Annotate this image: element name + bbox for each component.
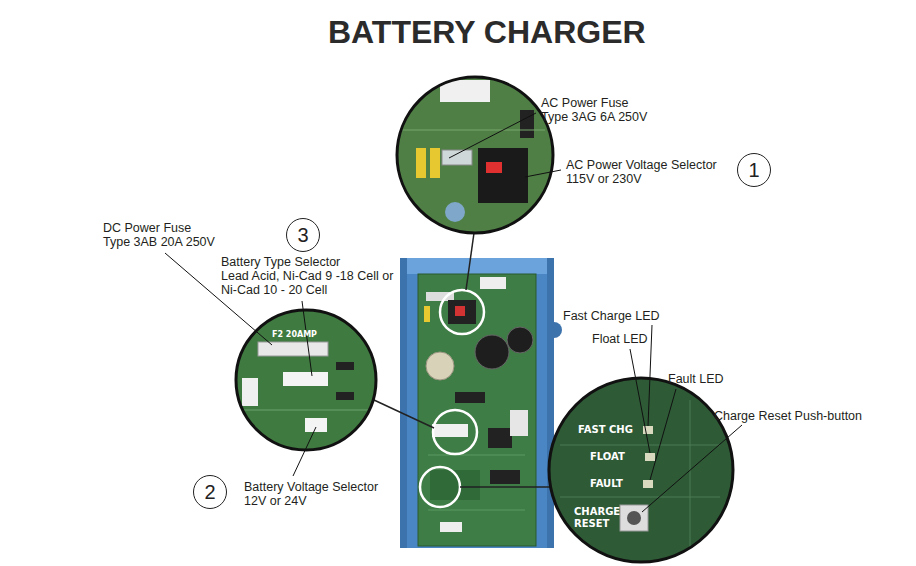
- trace: [400, 130, 545, 131]
- led: [643, 426, 653, 434]
- trace: [560, 445, 720, 446]
- zoom-ring: [236, 310, 376, 450]
- selector-switch: [486, 162, 502, 173]
- type-selector: [432, 424, 468, 437]
- zoom-link: [466, 233, 474, 290]
- type-selector: [283, 372, 328, 386]
- capacitor: [430, 148, 440, 178]
- leader-line: [293, 427, 316, 476]
- leader-line: [525, 170, 561, 177]
- leader-line: [648, 325, 652, 426]
- callout-number: 3: [286, 218, 320, 252]
- part-spec: 115V or 230V: [566, 172, 642, 186]
- capacitor: [424, 306, 430, 322]
- connector: [440, 522, 462, 532]
- part-name: AC Power Voltage Selector: [566, 158, 717, 172]
- highlight-ring: [440, 290, 484, 334]
- housing-top: [407, 258, 547, 274]
- part-name: Fault LED: [668, 372, 724, 386]
- connector: [242, 378, 258, 406]
- callout-number: 2: [193, 475, 227, 509]
- trace: [560, 497, 720, 498]
- zoom-ring: [397, 77, 553, 233]
- leader-line: [449, 113, 536, 158]
- part-spec: 12V or 24V: [244, 494, 307, 508]
- part-name: Battery Voltage Selector: [244, 480, 378, 494]
- zoom-links: [374, 233, 550, 487]
- part-name: Charge Reset Push-button: [714, 409, 862, 423]
- board-marking: F2 20AMP: [272, 330, 317, 340]
- highlight-ring: [433, 410, 477, 454]
- title: BATTERY CHARGER: [328, 14, 646, 51]
- zoom-ac: [395, 75, 555, 235]
- chip: [488, 428, 512, 448]
- part-name: AC Power Fuse: [541, 96, 629, 110]
- part-spec: Lead Acid, Ni-Cad 9 -18 Cell or Ni-Cad 1…: [221, 269, 405, 297]
- chip: [336, 392, 354, 400]
- part-spec: Type 3AG 6A 250V: [541, 110, 647, 124]
- component: [520, 110, 534, 138]
- board: [545, 375, 740, 565]
- part-name: Battery Type Selector: [221, 255, 340, 269]
- board-marking: FAST CHG: [578, 424, 633, 436]
- callout-number: 1: [737, 153, 771, 187]
- led: [645, 453, 655, 461]
- fuse: [258, 342, 328, 356]
- led: [643, 480, 653, 488]
- board-marking: FAULT: [590, 478, 623, 490]
- chip: [336, 362, 354, 370]
- leader-line: [642, 425, 742, 512]
- button-cap: [627, 511, 641, 525]
- push-button: [620, 505, 648, 531]
- charger-housing: [400, 258, 562, 548]
- trace: [240, 410, 370, 411]
- connector: [510, 410, 528, 436]
- trace: [428, 455, 525, 456]
- mount-tab: [554, 322, 562, 338]
- callout-text: 1: [748, 159, 759, 181]
- housing-panel: [407, 258, 547, 548]
- circuit-board: [418, 274, 536, 546]
- fuse: [442, 150, 472, 165]
- zoom-link: [374, 400, 434, 428]
- zoom-link: [460, 486, 550, 488]
- part-name: Float LED: [592, 332, 648, 346]
- leader-line: [630, 349, 650, 453]
- part-spec: Type 3AB 20A 250V: [103, 235, 215, 249]
- capacitor: [416, 148, 426, 178]
- board-marking: FLOAT: [590, 451, 625, 463]
- capacitor: [475, 335, 509, 369]
- callout-text: 3: [297, 224, 308, 246]
- highlight-ring: [420, 467, 460, 507]
- voltage-selector: [305, 418, 327, 432]
- board: [230, 305, 380, 455]
- board: [418, 274, 536, 546]
- chip: [490, 470, 520, 484]
- buzzer: [426, 352, 454, 380]
- zoom-dc: [230, 305, 380, 455]
- trace: [690, 400, 691, 550]
- part-name: DC Power Fuse: [103, 221, 191, 235]
- connector: [480, 277, 506, 289]
- selector-switch: [455, 306, 465, 316]
- voltage-selector: [448, 300, 476, 324]
- board: [395, 75, 555, 235]
- chip: [455, 392, 485, 403]
- voltage-selector: [478, 148, 528, 203]
- capacitor: [507, 327, 533, 353]
- zoom-leds: [545, 375, 740, 565]
- board-marking: CHARGE RESET: [574, 506, 624, 530]
- part-name: Fast Charge LED: [563, 309, 660, 323]
- callout-text: 2: [204, 481, 215, 503]
- leader-line: [650, 389, 676, 480]
- leader-lines: [165, 113, 742, 512]
- capacitor: [445, 202, 465, 222]
- trace: [428, 510, 525, 511]
